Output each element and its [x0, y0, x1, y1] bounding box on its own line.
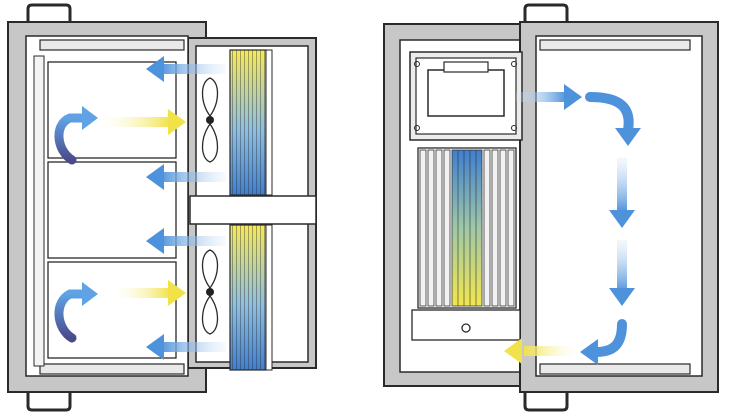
right-bottom-tray	[411, 309, 521, 341]
arrow-right-icon	[516, 84, 582, 110]
left-bottom-handle	[26, 393, 72, 412]
left-compartment-top	[47, 61, 177, 159]
return-curl-arrow-icon	[54, 106, 98, 165]
fan-icon	[201, 77, 219, 163]
right-bottom-handle	[523, 393, 569, 412]
left-heat-exchanger-lower	[229, 224, 273, 371]
warm-air-arrows	[98, 109, 186, 306]
arrow-left-icon	[146, 334, 226, 360]
arrow-right-icon	[98, 109, 186, 135]
return-curl-arrow-icon	[54, 282, 98, 343]
right-heat-exchanger	[417, 147, 517, 309]
arrow-left-icon	[504, 338, 580, 364]
right-airflow-path	[504, 84, 641, 365]
arrow-left-icon	[146, 164, 226, 190]
right-top-handle	[523, 3, 569, 22]
left-unit	[7, 3, 317, 412]
fan-box-icon	[409, 51, 523, 141]
left-top-handle	[26, 3, 72, 22]
right-unit	[383, 3, 719, 412]
left-airflow-arrows	[146, 56, 226, 360]
arrow-left-icon	[146, 228, 226, 254]
arrow-right-icon	[112, 280, 186, 306]
fan-icon	[201, 249, 219, 335]
left-heat-exchanger-upper	[229, 49, 273, 196]
arrow-left-icon	[146, 56, 226, 82]
